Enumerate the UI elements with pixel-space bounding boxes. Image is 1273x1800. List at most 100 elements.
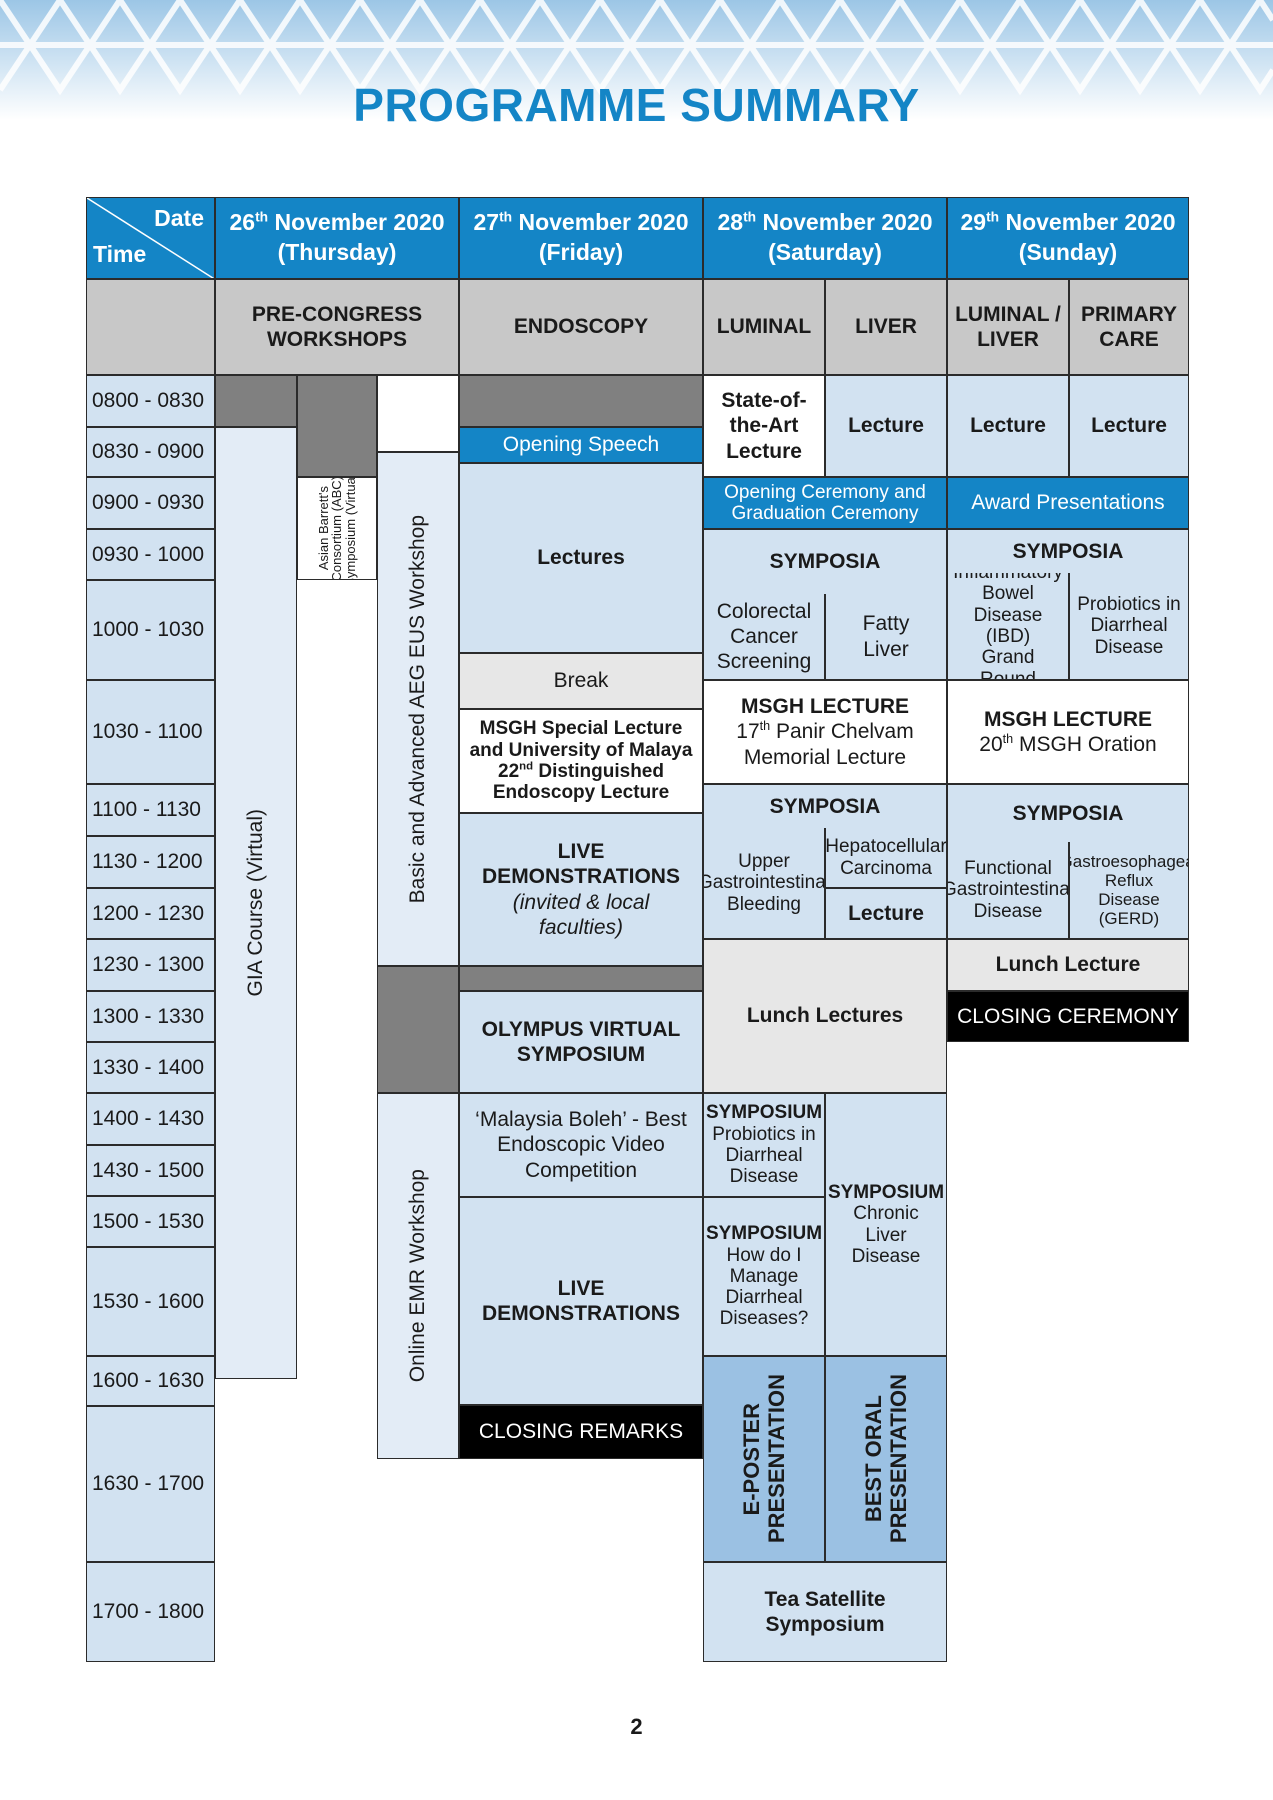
live-demo-title: DEMONSTRATIONS <box>482 865 680 889</box>
gia-course-label: GIA Course (Virtual) <box>244 809 268 997</box>
gap-block <box>377 966 459 1093</box>
emr-workshop-label: Online EMR Workshop <box>406 1169 430 1383</box>
lectures-block: Lectures <box>459 463 703 653</box>
presentation-label: PRESENTATION <box>764 1374 789 1544</box>
break-block: Break <box>459 653 703 709</box>
session-label: Probiotics in <box>1077 594 1181 616</box>
eus-workshop-label: Basic and Advanced AEG EUS Workshop <box>406 514 430 904</box>
day-month: November 2020 <box>512 209 689 236</box>
ordinal-rest: Panir Chelvam <box>770 720 914 744</box>
day-header-28: 28th November 2020 (Saturday) <box>703 197 947 279</box>
closing-remarks: CLOSING REMARKS <box>459 1405 703 1459</box>
olympus-virtual-symposium: OLYMPUS VIRTUAL SYMPOSIUM <box>459 991 703 1093</box>
track-pre-congress: PRE-CONGRESS WORKSHOPS <box>215 279 459 375</box>
time-slot: 0830 - 0900 <box>86 427 215 477</box>
session-label: Fatty <box>862 612 910 636</box>
session-label: Disease <box>1094 636 1164 658</box>
time-slot: 1200 - 1230 <box>86 888 215 939</box>
opening-ceremony: Opening Ceremony and Graduation Ceremony <box>703 477 947 529</box>
sota-label: State-of- <box>721 389 807 413</box>
session-label: Gastrointestinal <box>947 879 1069 901</box>
msgh-special-line: and University of Malaya <box>469 739 693 761</box>
session-label: (GERD) <box>1098 909 1160 929</box>
session-label: Disease <box>973 900 1043 922</box>
probiotics-diarrheal-disease: Probiotics in Diarrheal Disease <box>1069 573 1189 680</box>
time-slot: 1530 - 1600 <box>86 1247 215 1356</box>
session-label: Manage <box>729 1265 799 1287</box>
day-sup: th <box>499 209 513 225</box>
time-label: 1030 - 1100 <box>92 720 203 744</box>
day-weekday: (Sunday) <box>1018 239 1118 265</box>
lecture-label: Lecture <box>848 901 924 925</box>
session-label: Disease <box>851 1245 921 1267</box>
time-label: 1200 - 1230 <box>92 901 205 925</box>
day-sup: th <box>986 209 1000 225</box>
session-label: Diarrheal <box>1090 615 1168 637</box>
video-competition: ‘Malaysia Boleh’ - Best Endoscopic Video… <box>459 1093 703 1197</box>
msgh-lecture-line: 17th Panir Chelvam <box>736 719 913 744</box>
ordinal-sup: th <box>759 719 771 734</box>
session-label: Bleeding <box>727 893 801 915</box>
day-date-line: 27th November 2020 <box>473 208 688 238</box>
video-label: ‘Malaysia Boleh’ - Best <box>475 1108 687 1132</box>
ceremony-label: Opening Ceremony and <box>724 481 926 503</box>
lecture-luminal-liver: Lecture <box>947 375 1069 477</box>
track-label: PRE-CONGRESS <box>251 302 423 326</box>
session-label: Carcinoma <box>840 857 932 879</box>
closing-ceremony: CLOSING CEREMONY <box>947 991 1189 1042</box>
award-label: Award Presentations <box>971 491 1165 515</box>
symposium-title: SYMPOSIUM <box>705 1223 823 1245</box>
msgh-special-line: MSGH Special Lecture <box>479 718 683 740</box>
lunch-lectures: Lunch Lectures <box>703 939 947 1093</box>
day-header-27: 27th November 2020 (Friday) <box>459 197 703 279</box>
session-label: Chronic <box>853 1203 919 1225</box>
time-label: 0830 - 0900 <box>92 440 205 464</box>
day-sup: th <box>255 209 269 225</box>
msgh-lecture-line: Memorial Lecture <box>743 745 907 769</box>
e-poster-presentation: E-POSTER PRESENTATION <box>703 1356 825 1562</box>
day-num: 26 <box>229 209 256 236</box>
lectures-label: Lectures <box>537 546 625 570</box>
state-of-the-art-lecture: State-of- the-Art Lecture <box>703 375 825 477</box>
lunch-lecture-label: Lunch Lecture <box>995 953 1141 977</box>
live-demonstrations-pm: LIVE DEMONSTRATIONS <box>459 1197 703 1405</box>
day-num: 29 <box>960 209 987 236</box>
live-demo-note: (invited & local <box>512 890 650 914</box>
header-pattern <box>0 0 1273 120</box>
ordinal-num: 22 <box>498 761 520 782</box>
time-slot: 1630 - 1700 <box>86 1406 215 1562</box>
session-label: Screening <box>716 650 812 674</box>
sota-label: Lecture <box>726 439 802 463</box>
time-label: 1500 - 1530 <box>92 1209 205 1233</box>
time-label: 1430 - 1500 <box>92 1158 205 1182</box>
video-label: Competition <box>524 1158 638 1182</box>
day-header-29: 29th November 2020 (Sunday) <box>947 197 1189 279</box>
track-label: LUMINAL / <box>955 302 1061 326</box>
ibd-grand-round: Inflammatory Bowel Disease (IBD) Grand R… <box>947 573 1069 680</box>
symposia-label: SYMPOSIA <box>769 794 881 818</box>
session-label: Inflammatory <box>953 573 1063 583</box>
time-slot: 1230 - 1300 <box>86 939 215 991</box>
tea-label: Symposium <box>765 1613 885 1636</box>
session-label: Gastrointestinal <box>703 872 825 894</box>
symposia-label: SYMPOSIA <box>1012 539 1124 563</box>
day-month: November 2020 <box>999 209 1176 236</box>
ordinal-sup: th <box>1002 732 1014 746</box>
track-label: PRIMARY <box>1080 302 1178 326</box>
live-demo-title: LIVE <box>557 1276 605 1300</box>
day-month: November 2020 <box>756 209 933 236</box>
symposia-label: SYMPOSIA <box>1012 801 1124 825</box>
live-demonstrations-am: LIVE DEMONSTRATIONS (invited & local fac… <box>459 813 703 966</box>
ordinal-num: 20 <box>979 733 1003 756</box>
opening-speech-label: Opening Speech <box>502 433 660 457</box>
symposium-title: SYMPOSIUM <box>705 1102 823 1124</box>
time-slot: 1700 - 1800 <box>86 1562 215 1662</box>
time-slot: 1600 - 1630 <box>86 1356 215 1406</box>
session-label: Disease (IBD) <box>973 604 1043 647</box>
time-label: 1300 - 1330 <box>92 1004 205 1028</box>
track-liver: LIVER <box>825 279 947 375</box>
time-slot: 0800 - 0830 <box>86 375 215 427</box>
session-label: Gastroesophageal <box>1070 851 1188 871</box>
symposium-probiotics: SYMPOSIUM Probiotics in Diarrheal Diseas… <box>703 1093 825 1197</box>
day-weekday: (Friday) <box>538 239 624 265</box>
